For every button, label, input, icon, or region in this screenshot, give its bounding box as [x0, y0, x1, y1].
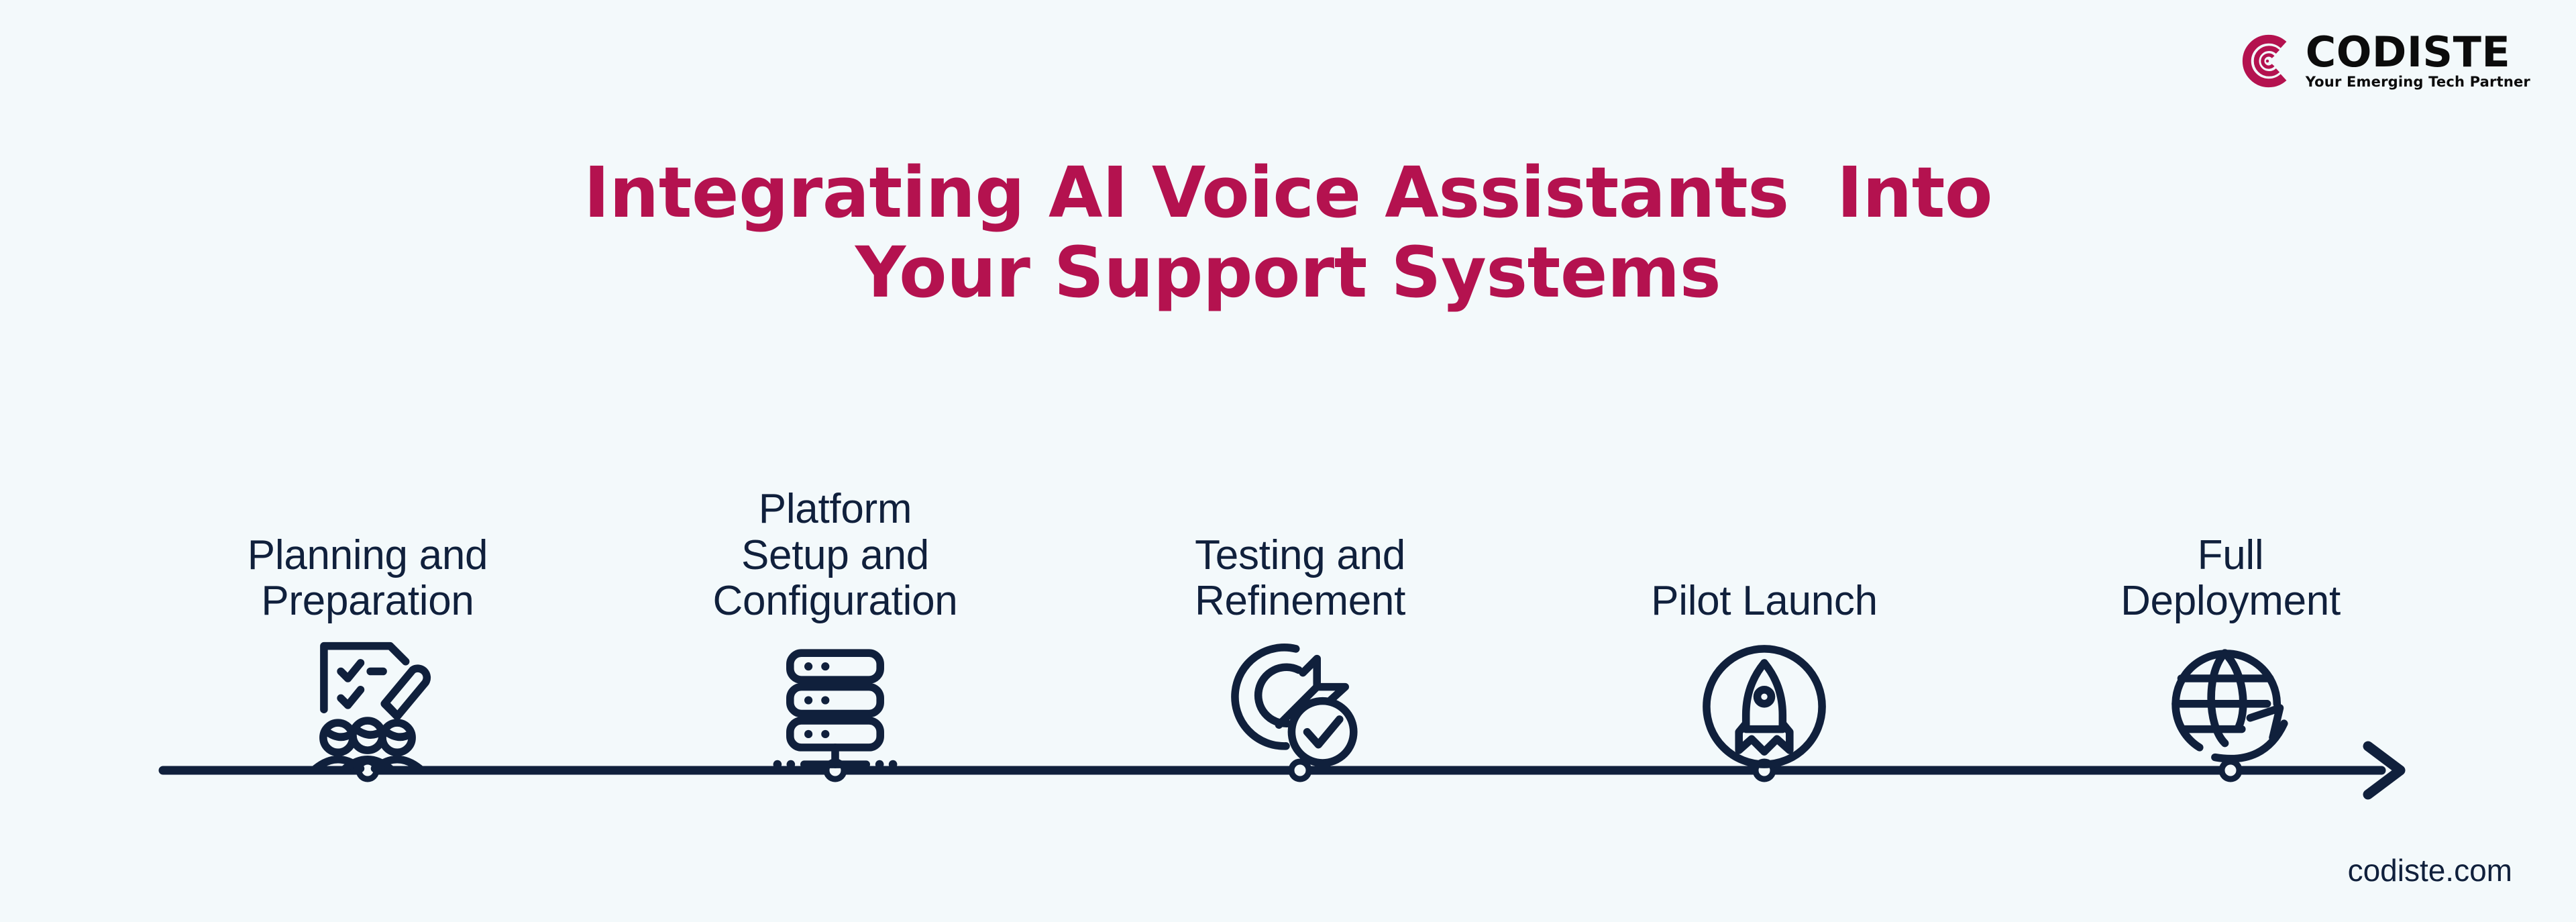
- page-title: Integrating AI Voice Assistants Into You…: [0, 151, 2576, 314]
- timeline-step-label-line: Deployment: [2121, 577, 2341, 624]
- timeline-step-label: Testing and Refinement: [1194, 531, 1406, 624]
- brand-logo[interactable]: CODISTE Your Emerging Tech Partner: [2239, 27, 2530, 91]
- timeline-step-label-line: Platform: [758, 486, 912, 533]
- timeline-step-full-deployment[interactable]: Full Deployment: [2043, 376, 2418, 805]
- timeline-arrow-head: [2363, 741, 2406, 800]
- site-url[interactable]: codiste.com: [2347, 853, 2512, 888]
- page-title-line-2: Your Support Systems: [855, 232, 1721, 314]
- timeline-step-label: Platform Setup and Configuration: [713, 486, 958, 624]
- timeline-step-label: Planning and Preparation: [247, 531, 488, 624]
- timeline-step-label-line: Testing and: [1195, 531, 1405, 578]
- timeline-step-label-line: Setup and: [741, 531, 929, 578]
- timeline-step-label: Pilot Launch: [1651, 578, 1878, 624]
- timeline-marker: [1288, 758, 1312, 782]
- codiste-spiral-c-icon: [2239, 32, 2296, 90]
- timeline-step-label-line: Pilot Launch: [1651, 577, 1878, 624]
- page-title-line-1: Integrating AI Voice Assistants Into: [584, 151, 1992, 234]
- timeline-step-label-line: Configuration: [712, 577, 958, 624]
- brand-logo-text: CODISTE Your Emerging Tech Partner: [2305, 27, 2530, 91]
- server-rack-icon: [758, 636, 912, 777]
- timeline-step-testing-and-refinement[interactable]: Testing and Refinement: [1112, 376, 1488, 805]
- timeline-step-label-line: Full: [2197, 531, 2264, 578]
- timeline-step-label-line: Preparation: [261, 577, 474, 624]
- rocket-circle-icon: [1687, 636, 1841, 777]
- brand-name: CODISTE: [2305, 27, 2511, 76]
- brand-tagline: Your Emerging Tech Partner: [2305, 74, 2530, 91]
- timeline-step-label-line: Refinement: [1194, 577, 1406, 624]
- globe-arrow-icon: [2153, 636, 2308, 777]
- timeline-step-label: Full Deployment: [2121, 531, 2341, 624]
- timeline-diagram: Planning and Preparation: [0, 376, 2576, 805]
- timeline-step-planning-and-preparation[interactable]: Planning and Preparation: [180, 376, 555, 805]
- timeline-step-platform-setup-and-configuration[interactable]: Platform Setup and Configuration: [647, 376, 1023, 805]
- target-arrow-check-icon: [1223, 636, 1377, 777]
- checklist-pencil-team-icon: [290, 636, 445, 777]
- timeline-step-label-line: Planning and: [247, 531, 488, 578]
- timeline-step-pilot-launch[interactable]: Pilot Launch: [1576, 376, 1952, 805]
